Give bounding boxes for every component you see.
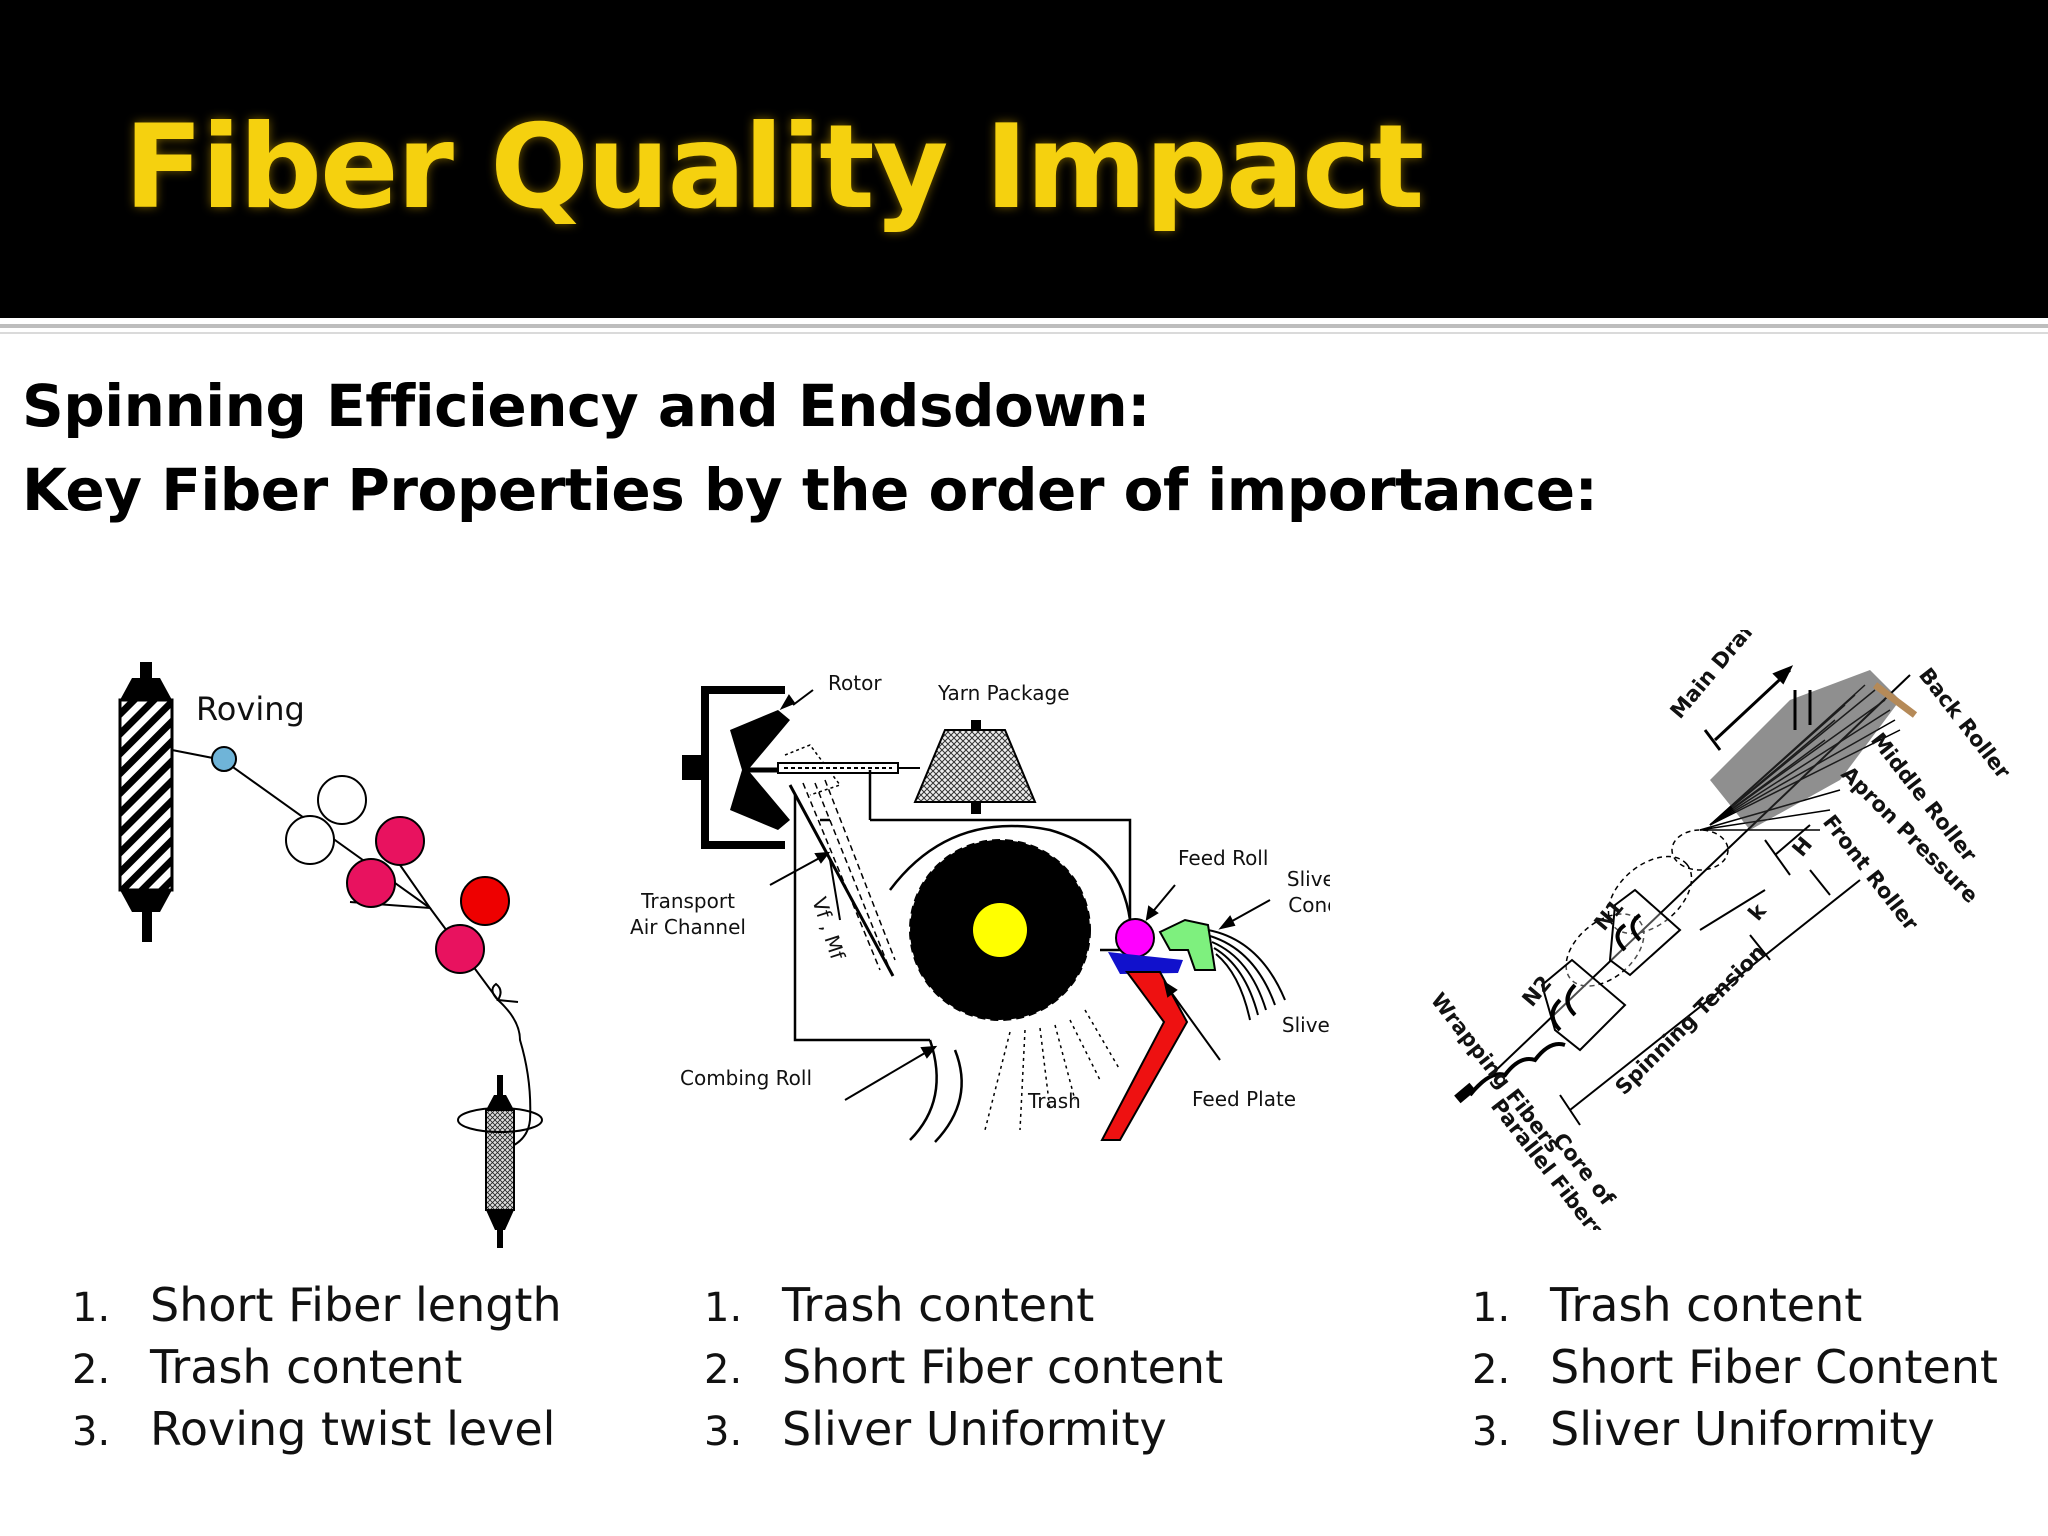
- ring-spinning-diagram: Roving: [118, 662, 543, 1248]
- combing-roll-label: Combing Roll: [680, 1066, 812, 1090]
- list-number: 2.: [704, 1347, 743, 1393]
- list-text: Trash content: [1550, 1278, 1863, 1332]
- list-number: 2.: [1472, 1347, 1511, 1393]
- yarn-package-label: Yarn Package: [937, 681, 1070, 705]
- front-roller-top: [460, 876, 510, 926]
- h-label: H: [1787, 832, 1817, 861]
- roving-strand: [171, 749, 532, 1149]
- feed-plate: [1100, 971, 1189, 1141]
- title-banner: Fiber Quality Impact: [0, 0, 2048, 318]
- feed-roll: [1115, 918, 1155, 958]
- transport-label-2: Air Channel: [630, 915, 746, 939]
- subtitle-line-2: Key Fiber Properties by the order of imp…: [22, 456, 1598, 524]
- sliver-condenser: [1158, 918, 1217, 971]
- list-item: 2. Short Fiber Content: [1472, 1336, 1998, 1398]
- sliver-condenser-label-1: Sliver: [1287, 867, 1330, 891]
- divider-line-thin: [0, 332, 2048, 334]
- list-text: Roving twist level: [150, 1402, 556, 1456]
- middle-roller-top: [375, 816, 425, 866]
- wrapping-fibers-label: Wrapping Fibers: [1426, 988, 1565, 1157]
- yarn-package: [913, 720, 1037, 814]
- middle-roller-bottom: [346, 858, 396, 908]
- sliver-strands: [1207, 929, 1286, 1021]
- list-item: 2. Trash content: [72, 1336, 562, 1398]
- k-label: k: [1743, 898, 1771, 925]
- list-number: 3.: [1472, 1409, 1511, 1455]
- back-roller-bottom: [285, 815, 335, 865]
- slide-title: Fiber Quality Impact: [124, 100, 1424, 235]
- list-text: Trash content: [782, 1278, 1095, 1332]
- list-item: 3. Sliver Uniformity: [704, 1398, 1223, 1460]
- rotor-label: Rotor: [828, 671, 882, 695]
- transport-label-1: Transport: [640, 889, 735, 913]
- back-roller-bar: [1872, 682, 1918, 718]
- sliver-label: Sliver: [1282, 1013, 1330, 1037]
- yarn-shaft: [777, 762, 899, 774]
- twisted-yarn: [1468, 1042, 1566, 1097]
- rotor: [682, 686, 795, 849]
- list-item: 1. Trash content: [704, 1274, 1223, 1336]
- ring-properties-list: 1. Short Fiber length 2. Trash content 3. R…: [72, 1274, 562, 1460]
- list-text: Short Fiber Content: [1550, 1340, 1998, 1394]
- airjet-spinning-diagram: Main Draft Back Roller Middle Roller Apr…: [1426, 630, 2015, 1230]
- dimension-lines: [1559, 824, 1861, 1126]
- airjet-properties-list: 1. Trash content 2. Short Fiber Content 3.…: [1472, 1274, 1998, 1460]
- vf-mf-label: Vf , Mf: [807, 894, 850, 963]
- main-draft-arrow: [1703, 665, 1812, 751]
- roving-guide-dot: [211, 746, 237, 772]
- sliver-condenser-label-2: Condenser: [1288, 893, 1330, 917]
- list-number: 1.: [704, 1285, 743, 1331]
- yarn-guide-icon: [491, 982, 519, 1003]
- subtitle-line-1: Spinning Efficiency and Endsdown:: [22, 372, 1150, 440]
- list-item: 1. Short Fiber length: [72, 1274, 562, 1336]
- transport-air-channel: [788, 784, 895, 977]
- list-item: 3. Sliver Uniformity: [1472, 1398, 1998, 1460]
- list-item: 3. Roving twist level: [72, 1398, 562, 1460]
- divider-line: [0, 324, 2048, 328]
- trash-lines: [984, 1009, 1121, 1131]
- roving-label: Roving: [196, 690, 305, 728]
- list-text: Sliver Uniformity: [782, 1402, 1167, 1456]
- back-roller-top: [317, 775, 367, 825]
- list-text: Trash content: [150, 1340, 463, 1394]
- feed-plate-label: Feed Plate: [1192, 1087, 1296, 1111]
- list-item: 2. Short Fiber content: [704, 1336, 1223, 1398]
- list-text: Sliver Uniformity: [1550, 1402, 1935, 1456]
- back-roller-label: Back Roller: [1914, 663, 2015, 783]
- list-number: 3.: [72, 1409, 111, 1455]
- front-roller-bottom: [435, 924, 485, 974]
- list-text: Short Fiber content: [782, 1340, 1224, 1394]
- list-number: 1.: [1472, 1285, 1511, 1331]
- list-number: 2.: [72, 1347, 111, 1393]
- rotor-properties-list: 1. Trash content 2. Short Fiber content 3.…: [704, 1274, 1223, 1460]
- list-text: Short Fiber length: [150, 1278, 562, 1332]
- list-number: 1.: [72, 1285, 111, 1331]
- combing-roll-center: [973, 903, 1027, 957]
- label-arrows: [769, 689, 1271, 1101]
- list-number: 3.: [704, 1409, 743, 1455]
- rotor-spinning-diagram: Rotor Yarn Package Feed Roll Sliver Cond…: [630, 671, 1330, 1143]
- n1-nozzle: [1608, 888, 1682, 977]
- trash-label: Trash: [1027, 1089, 1081, 1113]
- roving-bobbin: [118, 662, 174, 942]
- feed-roll-label: Feed Roll: [1178, 846, 1268, 870]
- feed-plate-blue: [1108, 952, 1183, 974]
- combing-roll: [909, 839, 1091, 1021]
- list-item: 1. Trash content: [1472, 1274, 1998, 1336]
- ring-bobbin: [457, 1075, 543, 1248]
